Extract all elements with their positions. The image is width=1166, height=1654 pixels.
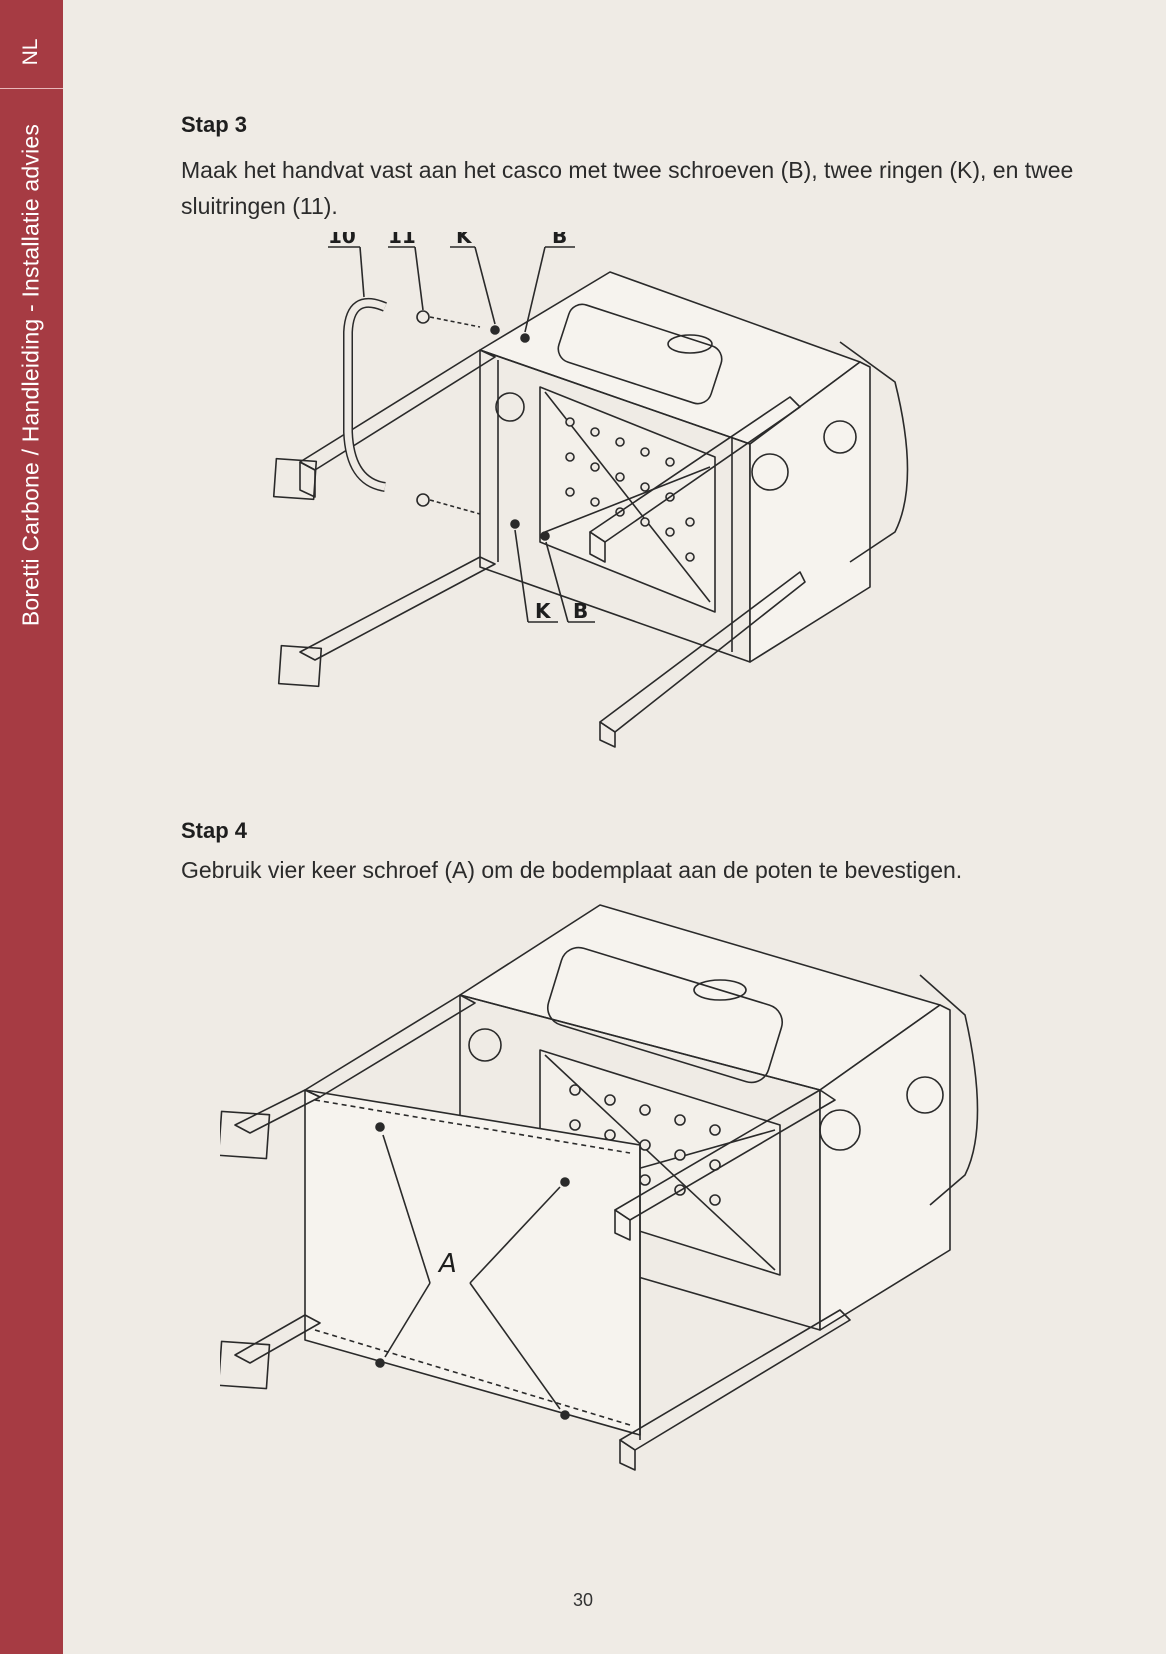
step-3-text: Maak het handvat vast aan het casco met …: [181, 157, 1074, 219]
step-4-figure: A: [220, 904, 979, 1471]
callout-k-bottom: K: [535, 599, 552, 623]
language-tab: NL: [0, 0, 63, 89]
sidebar: NL Boretti Carbone / Handleiding - Insta…: [0, 0, 63, 1654]
callout-b-bottom: B: [573, 599, 588, 623]
step-3-heading: Stap 3: [181, 112, 248, 137]
document-title: Boretti Carbone / Handleiding - Installa…: [17, 123, 44, 627]
callout-11: 11: [388, 232, 416, 248]
language-label: NL: [19, 38, 42, 66]
step-3-figure: 10 11 K B K B: [272, 232, 909, 748]
page-number: 30: [572, 1590, 594, 1610]
callout-k-top: K: [456, 232, 473, 248]
step-4-heading: Stap 4: [181, 818, 248, 843]
callout-10: 10: [328, 232, 356, 248]
callout-a: A: [437, 1249, 457, 1279]
callout-b-top: B: [552, 232, 567, 248]
step-4-text: Gebruik vier keer schroef (A) om de bode…: [181, 857, 963, 883]
